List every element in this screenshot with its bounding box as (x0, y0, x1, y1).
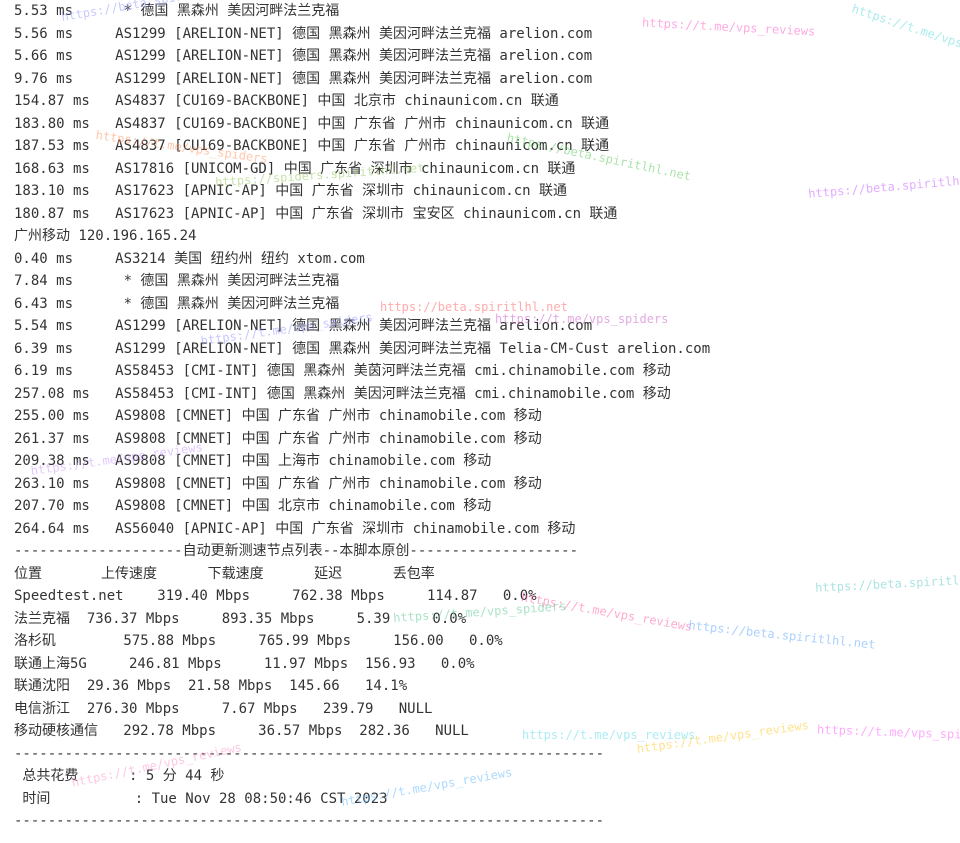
terminal-line: 6.39 ms AS1299 [ARELION-NET] 德国 黑森州 美因河畔… (14, 340, 711, 357)
terminal-line: 263.10 ms AS9808 [CMNET] 中国 广东省 广州市 chin… (14, 475, 542, 492)
terminal-line: 209.38 ms AS9808 [CMNET] 中国 上海市 chinamob… (14, 453, 492, 469)
timestamp-line: 时间 : Tue Nov 28 08:50:46 CST 2023 (14, 790, 388, 807)
terminal-line: 154.87 ms AS4837 [CU169-BACKBONE] 中国 北京市… (14, 93, 559, 109)
speedtest-row: 联通上海5G 246.81 Mbps 11.97 Mbps 156.93 0.0… (14, 655, 475, 672)
terminal-line: 5.54 ms AS1299 [ARELION-NET] 德国 黑森州 美因河畔… (14, 318, 593, 334)
speedtest-row: 联通沈阳 29.36 Mbps 21.58 Mbps 145.66 14.1% (14, 678, 408, 694)
terminal-line: 255.00 ms AS9808 [CMNET] 中国 广东省 广州市 chin… (14, 408, 542, 424)
watermark: https://t.me/vps_spiders (850, 1, 960, 69)
terminal-line: 187.53 ms AS4837 [CU169-BACKBONE] 中国 广东省… (14, 138, 610, 154)
terminal-line: 6.43 ms * 德国 黑森州 美因河畔法兰克福 (14, 295, 340, 312)
section-divider: ----------------------------------------… (14, 813, 605, 829)
terminal-line: 180.87 ms AS17623 [APNIC-AP] 中国 广东省 深圳市 … (14, 205, 618, 222)
terminal-line: 264.64 ms AS56040 [APNIC-AP] 中国 广东省 深圳市 … (14, 520, 576, 537)
terminal-line: 0.40 ms AS3214 美国 纽约州 纽约 xtom.com (14, 250, 365, 267)
terminal-line: 261.37 ms AS9808 [CMNET] 中国 广东省 广州市 chin… (14, 430, 542, 447)
watermark: https://t.me/vps_reviews (635, 718, 810, 756)
watermark: https://t.me/vps_spi (816, 722, 960, 742)
terminal-line: 5.66 ms AS1299 [ARELION-NET] 德国 黑森州 美因河畔… (14, 48, 593, 64)
terminal-line: 5.56 ms AS1299 [ARELION-NET] 德国 黑森州 美因河畔… (14, 25, 593, 42)
terminal-line: 168.63 ms AS17816 [UNICOM-GD] 中国 广东省 深圳市… (14, 160, 576, 177)
watermark: https://beta.spiritlhl.net (687, 618, 877, 652)
terminal-line: 5.53 ms * 德国 黑森州 美因河畔法兰克福 (14, 3, 340, 19)
speedtest-row: 移动硬核通信 292.78 Mbps 36.57 Mbps 282.36 NUL… (14, 723, 469, 739)
total-time-line: 总共花费 : 5 分 44 秒 (14, 768, 225, 784)
speedtest-row: 洛杉矶 575.88 Mbps 765.99 Mbps 156.00 0.0% (14, 633, 503, 649)
terminal-line: 257.08 ms AS58453 [CMI-INT] 德国 黑森州 美因河畔法… (14, 385, 671, 402)
speedtest-row: 电信浙江 276.30 Mbps 7.67 Mbps 239.79 NULL (14, 700, 433, 717)
watermark: https://t.me/vps_reviews (641, 15, 816, 39)
terminal-line: 7.84 ms * 德国 黑森州 美因河畔法兰克福 (14, 273, 340, 289)
watermark: https://t.me/vps_reviews (522, 728, 696, 742)
terminal-line: 9.76 ms AS1299 [ARELION-NET] 德国 黑森州 美因河畔… (14, 70, 593, 87)
watermark: https://beta.spiritlhl.net (814, 571, 960, 595)
section-divider: ----------------------------------------… (14, 745, 605, 762)
watermark: https://t.me/vps_reviews (520, 590, 694, 634)
speedtest-row: Speedtest.net 319.40 Mbps 762.38 Mbps 11… (14, 588, 537, 604)
speedtest-table-header: 位置 上传速度 下载速度 延迟 丢包率 (14, 565, 435, 582)
speedtest-row: 法兰克福 736.37 Mbps 893.35 Mbps 5.39 0.0% (14, 610, 467, 627)
terminal-line: 6.19 ms AS58453 [CMI-INT] 德国 黑森州 美茵河畔法兰克… (14, 363, 671, 379)
watermark: https://beta.spiritlhl.net (380, 300, 568, 314)
terminal-line: 183.10 ms AS17623 [APNIC-AP] 中国 广东省 深圳市 … (14, 183, 568, 199)
watermark: https://beta.spiritlhl (807, 173, 960, 201)
terminal-line: 183.80 ms AS4837 [CU169-BACKBONE] 中国 广东省… (14, 115, 610, 132)
terminal-line: 广州移动 120.196.165.24 (14, 228, 197, 244)
terminal-line: 207.70 ms AS9808 [CMNET] 中国 北京市 chinamob… (14, 498, 492, 514)
section-divider: --------------------自动更新测速节点列表--本脚本原创---… (14, 543, 579, 559)
